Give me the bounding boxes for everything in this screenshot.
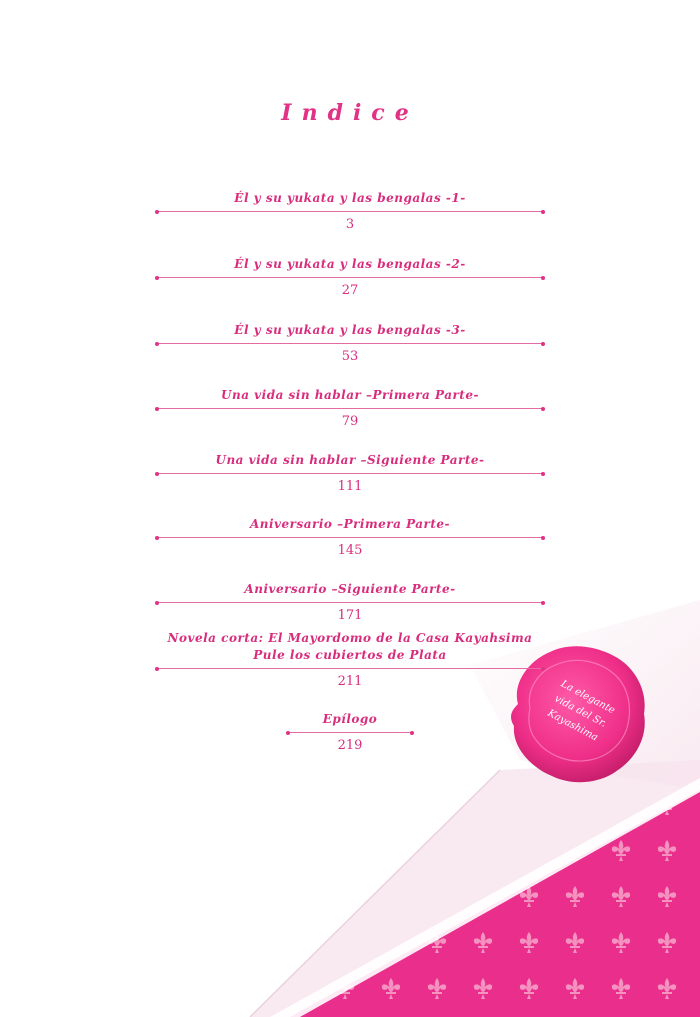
toc-entry-title: Él y su yukata y las bengalas -3- xyxy=(234,323,466,337)
toc-divider xyxy=(155,471,545,476)
toc-divider xyxy=(286,730,414,735)
toc-divider xyxy=(155,600,545,605)
toc-entry-title-line-1: Novela corta: El Mayordomo de la Casa Ka… xyxy=(167,631,533,645)
toc-entry[interactable]: Epílogo 219 xyxy=(0,711,700,753)
toc-entry[interactable]: Él y su yukata y las bengalas -2- 27 xyxy=(0,256,700,298)
toc-divider xyxy=(155,275,545,280)
toc-divider xyxy=(155,406,545,411)
toc-entry-title: Aniversario –Siguiente Parte- xyxy=(244,582,456,596)
toc-entry-title: Epílogo xyxy=(322,712,378,726)
toc-entry-title-line-2: Pule los cubiertos de Plata xyxy=(253,648,447,662)
toc-entry[interactable]: Aniversario –Siguiente Parte- 171 xyxy=(0,581,700,623)
toc-page-number: 111 xyxy=(337,479,363,494)
toc-page-number: 171 xyxy=(337,608,363,623)
toc-entry-title: Una vida sin hablar –Siguiente Parte- xyxy=(215,453,485,467)
toc-page-number: 27 xyxy=(341,283,359,298)
toc-divider xyxy=(155,341,545,346)
toc-entry[interactable]: Aniversario –Primera Parte- 145 xyxy=(0,516,700,558)
toc-page-number: 219 xyxy=(337,738,363,753)
toc-divider xyxy=(155,209,545,214)
toc-entry-title: Aniversario –Primera Parte- xyxy=(249,517,451,531)
toc-entry[interactable]: Él y su yukata y las bengalas -1- 3 xyxy=(0,190,700,232)
toc-entry[interactable]: Una vida sin hablar –Siguiente Parte- 11… xyxy=(0,452,700,494)
toc-page-number: 145 xyxy=(337,543,363,558)
toc-entry[interactable]: Una vida sin hablar –Primera Parte- 79 xyxy=(0,387,700,429)
toc-entry[interactable]: Novela corta: El Mayordomo de la Casa Ka… xyxy=(0,630,700,689)
toc-entry-title: Él y su yukata y las bengalas -1- xyxy=(234,191,466,205)
page-title: Indice xyxy=(281,100,419,126)
toc-page-number: 3 xyxy=(345,217,355,232)
toc-page-number: 211 xyxy=(337,674,363,689)
toc-entry[interactable]: Él y su yukata y las bengalas -3- 53 xyxy=(0,322,700,364)
toc-entry-title: Él y su yukata y las bengalas -2- xyxy=(234,257,466,271)
toc-divider xyxy=(155,535,545,540)
toc-page-number: 79 xyxy=(341,414,359,429)
envelope-flap xyxy=(250,760,700,1017)
wax-seal xyxy=(511,646,645,783)
toc-divider xyxy=(155,666,545,671)
toc-page-number: 53 xyxy=(341,349,359,364)
toc-entry-title: Una vida sin hablar –Primera Parte- xyxy=(221,388,479,402)
